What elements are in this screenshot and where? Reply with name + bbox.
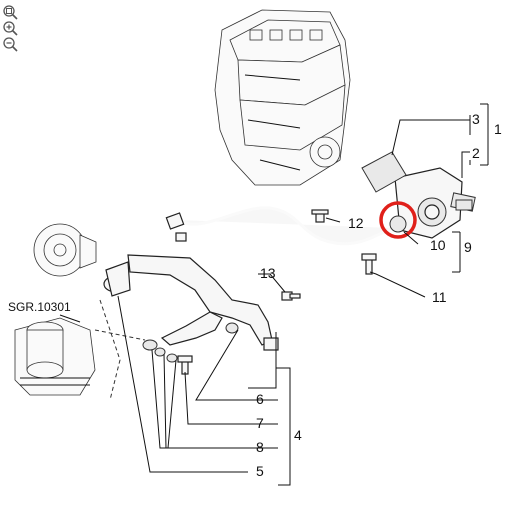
- oil-cooler-assembly: [14, 317, 96, 396]
- callout-9[interactable]: 9: [464, 239, 472, 255]
- zoom-out-icon[interactable]: [2, 36, 18, 52]
- bolt-12: [311, 209, 329, 223]
- callouts: 3 1 2 12 10 9 13 11 6 7 4 8 5: [256, 111, 502, 479]
- callout-2[interactable]: 2: [472, 145, 480, 161]
- reference-label[interactable]: SGR.10301: [8, 300, 71, 314]
- zoom-toolbar: [2, 4, 20, 52]
- zoom-reset-icon[interactable]: [2, 4, 18, 20]
- dashed-reference-1: [99, 299, 121, 401]
- callout-13[interactable]: 13: [260, 265, 276, 281]
- callout-8[interactable]: 8: [256, 439, 264, 455]
- callout-3[interactable]: 3: [472, 111, 480, 127]
- highlight-circle: [379, 201, 417, 239]
- sensor-plug: [455, 199, 473, 211]
- coolant-pipe: [165, 206, 393, 246]
- callout-6[interactable]: 6: [256, 391, 264, 407]
- hose-assembly: [103, 254, 279, 351]
- callout-7[interactable]: 7: [256, 415, 264, 431]
- bolt-13: [281, 291, 301, 301]
- o-ring: [389, 215, 407, 233]
- clip-parts: [142, 322, 239, 375]
- callout-12[interactable]: 12: [348, 215, 364, 231]
- callout-4[interactable]: 4: [294, 427, 302, 443]
- gasket: [361, 151, 407, 193]
- engine-block: [214, 9, 351, 186]
- thermostat-housing: [394, 167, 476, 239]
- zoom-in-icon[interactable]: [2, 20, 18, 36]
- callout-11[interactable]: 11: [432, 289, 447, 305]
- callout-5[interactable]: 5: [256, 463, 264, 479]
- callout-10[interactable]: 10: [430, 237, 446, 253]
- pump-pulley: [33, 223, 97, 277]
- dashed-reference-2: [94, 329, 146, 341]
- bolt-11: [361, 253, 377, 275]
- callout-1[interactable]: 1: [494, 121, 502, 137]
- leader-lines: [117, 103, 489, 486]
